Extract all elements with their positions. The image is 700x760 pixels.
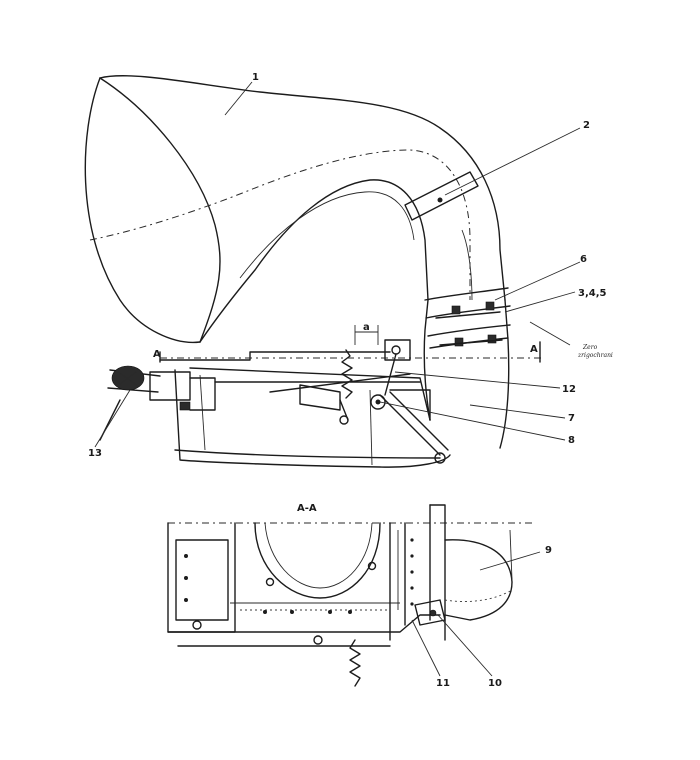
callout-8: 8: [568, 435, 575, 446]
dimension-a: a: [363, 322, 370, 333]
callout-7: 7: [568, 413, 575, 424]
callout-12: 12: [562, 384, 576, 395]
callout-9: 9: [545, 545, 552, 556]
callout-6: 6: [580, 254, 587, 265]
callouts: 1 2 6 3,4,5 12 7 8 13 9 11 10: [88, 72, 607, 689]
section-mark-right: A: [530, 344, 538, 355]
callout-2: 2: [583, 120, 590, 131]
handwritten-note: Zero zrigochrani: [577, 344, 613, 359]
section-title: A-A: [297, 503, 317, 514]
clamp-bands: [424, 287, 511, 349]
leader-lines: [94, 81, 581, 677]
callout-3-4-5: 3,4,5: [578, 288, 607, 299]
note-line-1: Zero: [582, 344, 598, 351]
input-pipe: [99, 365, 216, 441]
callout-1: 1: [252, 72, 259, 83]
callout-13: 13: [88, 448, 102, 459]
note-line-2: zrigochrani: [577, 352, 613, 359]
section-line-aa: A A: [153, 341, 545, 363]
horn-duct: [84, 75, 510, 449]
callout-11: 11: [436, 678, 450, 689]
lever-mechanism: a: [214, 322, 431, 425]
section-mark-left: A: [153, 349, 161, 360]
callout-10: 10: [488, 678, 502, 689]
section-view: [167, 504, 535, 687]
